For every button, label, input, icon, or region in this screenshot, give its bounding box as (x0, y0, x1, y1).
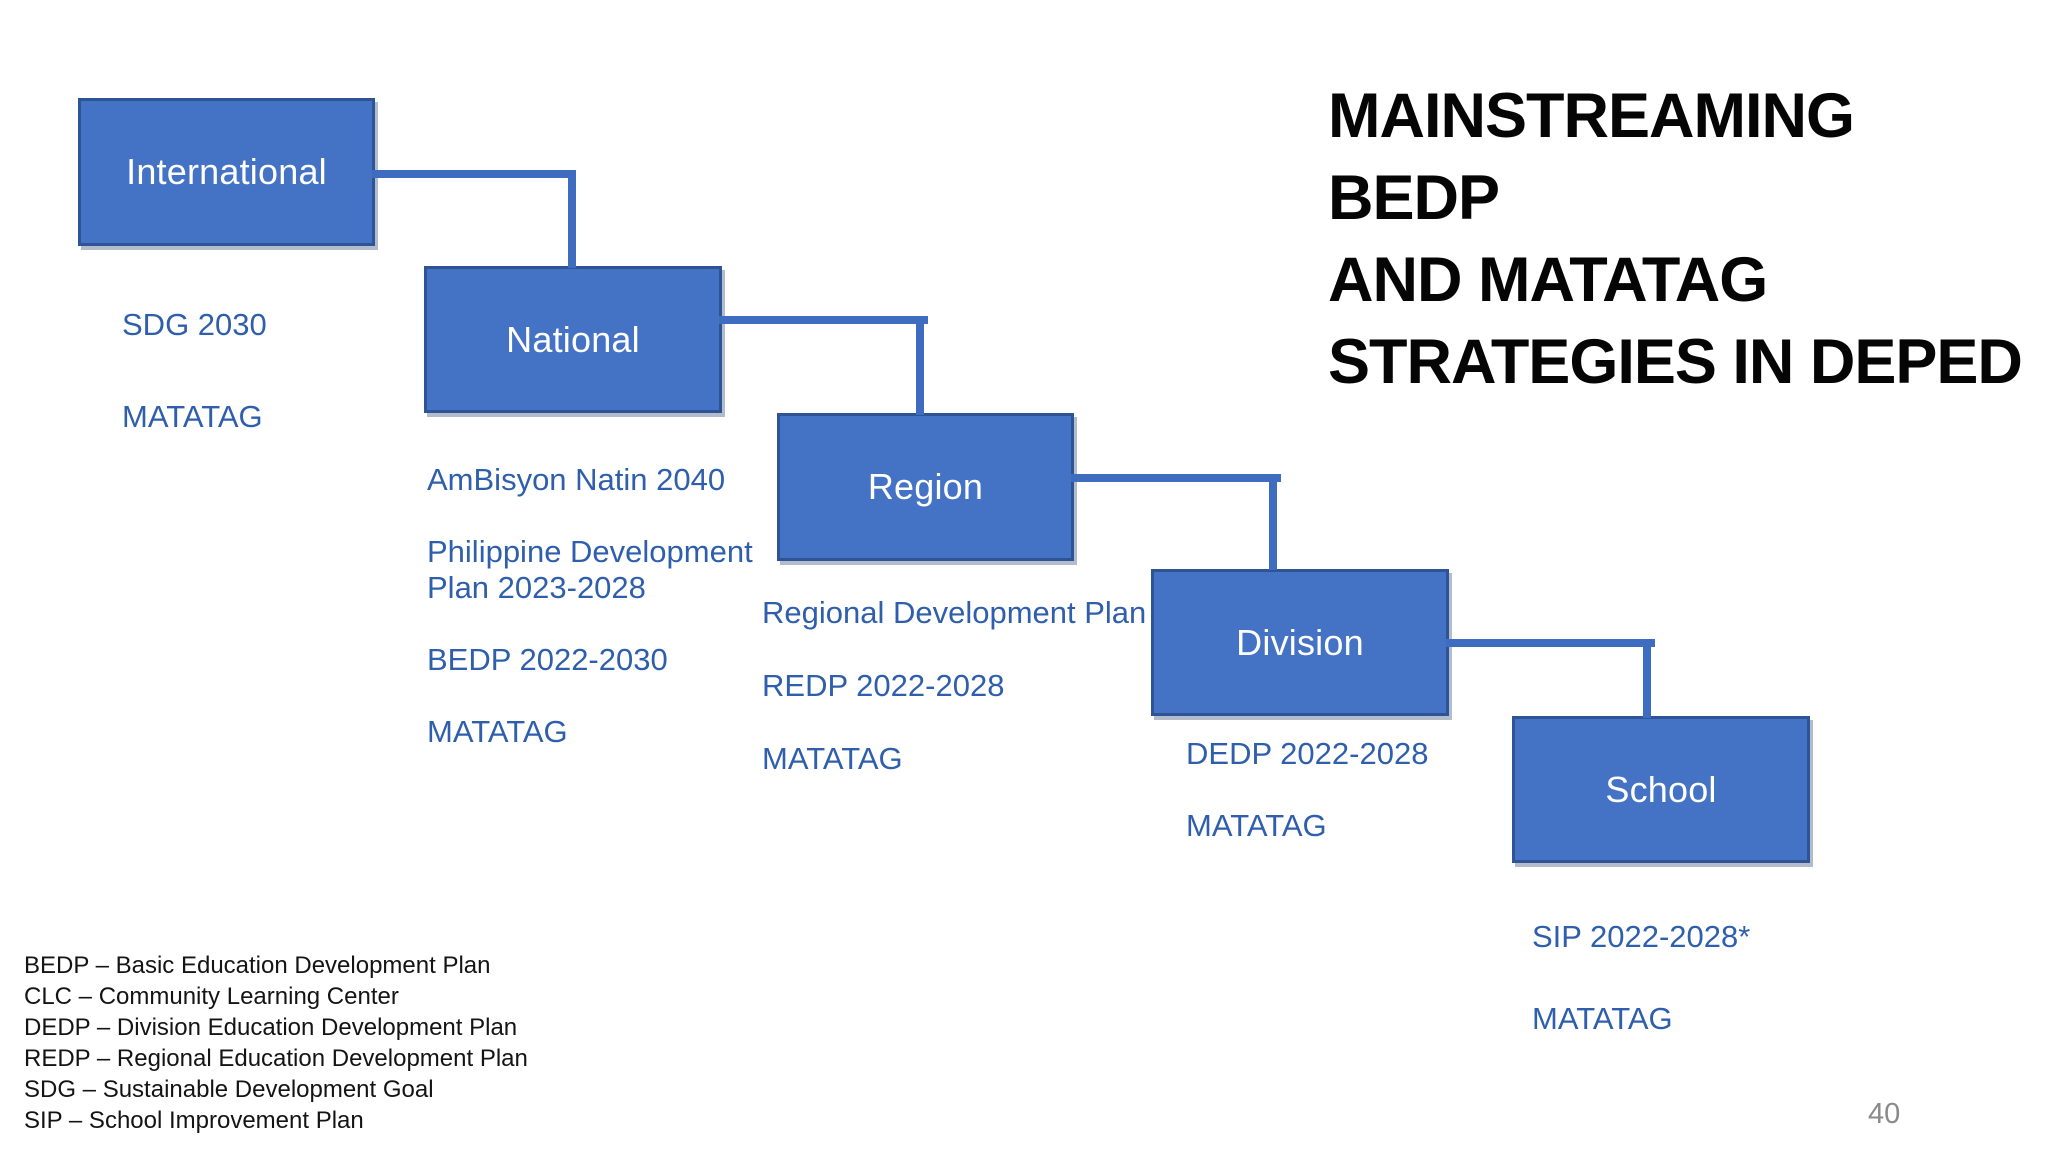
legend-line: BEDP – Basic Education Development Plan (24, 952, 491, 979)
plan-item: REDP 2022-2028 (762, 668, 1005, 703)
legend-line: CLC – Community Learning Center (24, 983, 399, 1010)
level-label: National (506, 318, 640, 360)
connector-international-national-horizontal (372, 170, 576, 178)
level-box-national: National (424, 266, 722, 413)
plan-list-national: AmBisyon Natin 2040 Philippine Developme… (427, 462, 799, 750)
legend-line: SIP – School Improvement Plan (24, 1107, 364, 1134)
connector-division-school-horizontal (1446, 639, 1655, 647)
page-number: 40 (1868, 1098, 1901, 1130)
slide-title-line: AND MATATAG (1328, 245, 1768, 315)
plan-list-region: Regional Development Plan REDP 2022-2028… (762, 595, 1146, 814)
legend-line: DEDP – Division Education Development Pl… (24, 1014, 518, 1041)
legend-line: REDP – Regional Education Development Pl… (24, 1045, 528, 1072)
level-label: International (126, 151, 327, 192)
connector-region-division-vertical (1269, 474, 1277, 570)
plan-item: DEDP 2022-2028 (1186, 736, 1429, 771)
connector-national-region-vertical (916, 316, 924, 415)
plan-list-international: SDG 2030 MATATAG (122, 307, 267, 491)
level-box-school: School (1512, 716, 1810, 863)
plan-item: BEDP 2022-2030 (427, 642, 668, 677)
level-box-region: Region (777, 413, 1074, 561)
abbreviation-legend: BEDP – Basic Education Development Plan … (24, 950, 528, 1136)
legend-line: SDG – Sustainable Development Goal (24, 1076, 434, 1103)
connector-division-school-vertical (1643, 639, 1651, 718)
plan-list-school: SIP 2022-2028* MATATAG (1532, 919, 1750, 1083)
plan-item: SIP 2022-2028* (1532, 919, 1751, 954)
level-label: Region (867, 466, 984, 507)
slide-title: MAINSTREAMING BEDP AND MATATAG STRATEGIE… (1328, 75, 2028, 403)
plan-item: MATATAG (1186, 808, 1327, 843)
plan-item: Regional Development Plan (762, 595, 1147, 630)
plan-item: MATATAG (762, 741, 903, 776)
plan-item: SDG 2030 (122, 307, 267, 342)
plan-item: AmBisyon Natin 2040 (427, 462, 726, 497)
plan-list-division: DEDP 2022-2028 MATATAG (1186, 736, 1428, 844)
connector-national-region-horizontal (719, 316, 928, 324)
level-label: School (1605, 768, 1717, 810)
level-label: Division (1236, 621, 1364, 663)
plan-item: MATATAG (1532, 1001, 1673, 1036)
plan-item: MATATAG (427, 714, 568, 749)
plan-item: MATATAG (122, 399, 263, 434)
slide-title-line: MAINSTREAMING BEDP (1328, 81, 1855, 233)
slide-title-line: STRATEGIES IN DEPED (1328, 327, 2023, 397)
level-box-international: International (78, 98, 375, 246)
level-box-division: Division (1151, 569, 1449, 716)
connector-international-national-vertical (568, 170, 576, 268)
plan-item: Philippine Development Plan 2023-2028 (427, 534, 753, 605)
connector-region-division-horizontal (1071, 474, 1281, 482)
